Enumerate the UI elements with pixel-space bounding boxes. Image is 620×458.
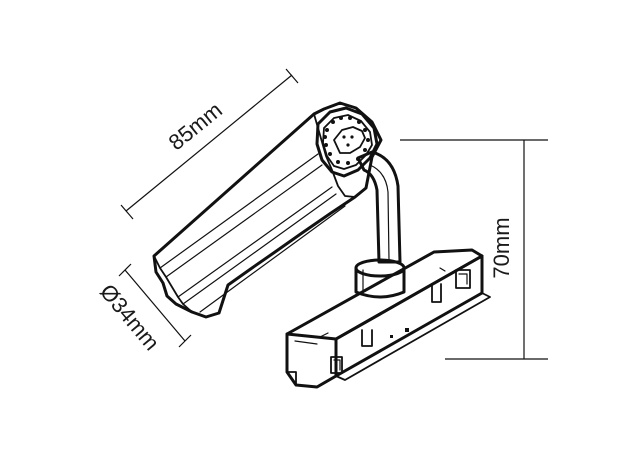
diameter-dimension-tick-start [118, 263, 132, 277]
spotlight-ridge-5 [199, 205, 346, 313]
track-adapter [285, 248, 491, 389]
spotlight-head [152, 101, 383, 319]
adapter-front-face [285, 332, 338, 389]
connector-slot-left [330, 356, 343, 374]
length-dimension-line [125, 74, 293, 212]
spotlight-ridge-3 [177, 186, 333, 298]
collar-body [354, 266, 406, 299]
spotlight-front-edge [153, 255, 193, 313]
length-dimension: 85mm [120, 68, 299, 220]
spotlight-ridge-4 [182, 193, 337, 305]
height-dimension-label: 70mm [489, 217, 514, 278]
diameter-dimension-label: Ø34mm [95, 279, 164, 355]
diameter-dimension-tick-end [178, 334, 192, 348]
support-arm [356, 150, 402, 264]
indicator-dot [405, 328, 409, 332]
adapter-top-face [285, 248, 484, 341]
length-dimension-label: 85mm [164, 97, 227, 155]
length-dimension-tick-end [285, 68, 299, 84]
length-dimension-tick-start [120, 204, 134, 220]
diameter-dimension-line [124, 269, 186, 342]
height-dimension: 70mm [400, 139, 548, 360]
support-arm-outer [356, 150, 402, 264]
adapter-side-face [334, 254, 484, 378]
spotlight-ridge-1 [159, 153, 319, 269]
diameter-dimension: Ø34mm [95, 263, 192, 355]
spotlight-ridge-2 [165, 164, 323, 278]
connector-slot-right [455, 269, 471, 289]
support-arm-inner [369, 164, 390, 261]
heatsink-cap [315, 106, 379, 178]
